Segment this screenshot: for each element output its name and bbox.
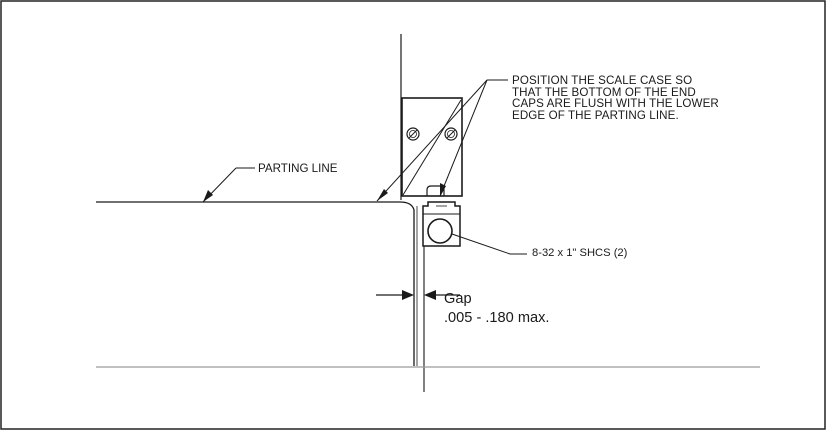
- scale-case-diagonal: [402, 99, 462, 196]
- note-arrow-1: [377, 189, 388, 201]
- shcs-head: [427, 218, 453, 244]
- parting-line-label: PARTING LINE: [258, 162, 338, 175]
- position-note: POSITION THE SCALE CASE SO THAT THE BOTT…: [512, 75, 719, 121]
- gap-range: .005 - .180 max.: [444, 310, 550, 326]
- position-note-line-4: EDGE OF THE PARTING LINE.: [512, 108, 679, 122]
- gap-title: Gap: [444, 291, 472, 307]
- shcs-leader-d: [451, 233, 511, 255]
- position-note-line-1: POSITION THE SCALE CASE SO: [512, 74, 693, 87]
- gap-label: Gap .005 - .180 max.: [444, 290, 549, 328]
- screw-head-left: [406, 127, 420, 141]
- parting-corner: [399, 201, 415, 366]
- note-leader-2: [376, 79, 488, 202]
- note-leader-3: [439, 79, 488, 197]
- end-cap: [422, 201, 461, 247]
- gap-arrow-left-head: [402, 290, 414, 300]
- gap-arrow-right-head: [424, 290, 436, 300]
- parting-arrow: [203, 190, 213, 202]
- position-note-line-3: CAPS ARE FLUSH WITH THE LOWER: [512, 97, 719, 111]
- fastener-label: 8-32 x 1" SHCS (2): [532, 247, 628, 259]
- position-note-line-2: THAT THE BOTTOM OF THE END: [512, 85, 696, 99]
- note-arrow-2: [440, 183, 446, 197]
- screw-head-right: [444, 127, 458, 141]
